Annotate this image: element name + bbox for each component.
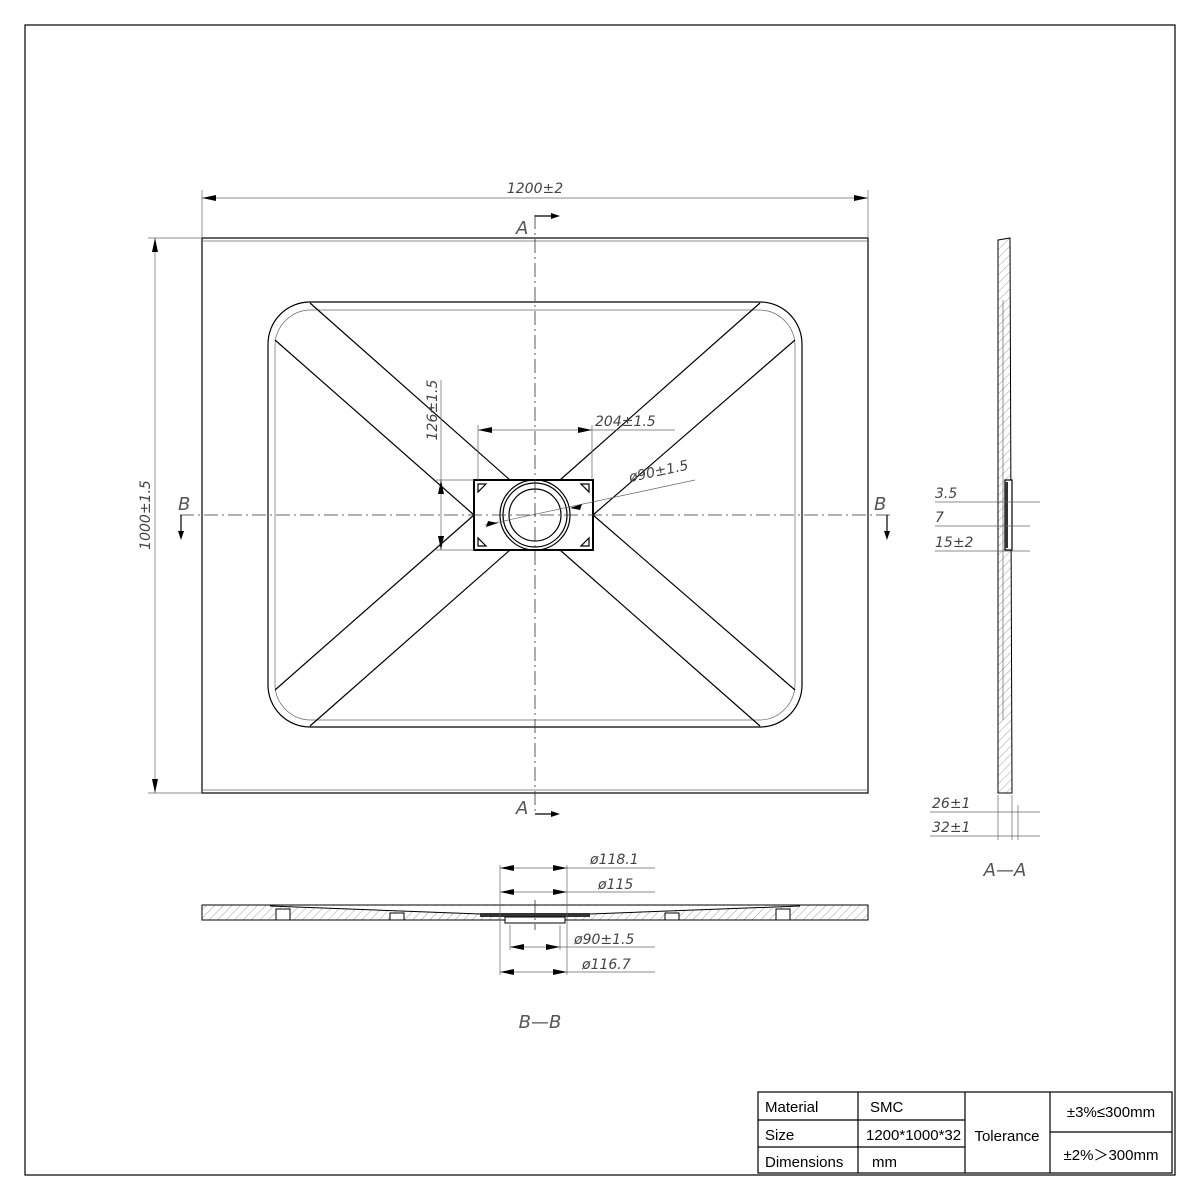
drawing-frame (24, 24, 1176, 1176)
section-bb-view: ø118.1 ø115 ø90±1.5 ø116.7 B—B (201, 852, 869, 1033)
tolerance-label: Tolerance (974, 1128, 1039, 1145)
tolerance-2: ±2%＞300mm (1064, 1147, 1159, 1164)
section-aa-dimension-text: 7 (935, 510, 944, 526)
section-bb-dimension-text: ø115 (597, 877, 633, 893)
slope-line (309, 302, 511, 481)
slope-line (559, 549, 761, 727)
size-value: 1200*1000*32 (866, 1127, 961, 1144)
support-foot (775, 908, 791, 921)
material-label: Material (765, 1099, 818, 1116)
section-marker-a-bottom: A (515, 798, 560, 819)
dimension-arrows (478, 427, 592, 433)
slope-line (309, 549, 511, 727)
section-aa-dimension-text: 32±1 (932, 820, 970, 836)
section-a-label: A (515, 798, 528, 819)
dimensions-label: Dimensions (765, 1154, 843, 1171)
section-marker-b-right: B (874, 494, 890, 540)
section-aa-dimension-text: 26±1 (932, 796, 970, 812)
drain-height-dimension: 126±1.5 (425, 380, 474, 551)
section-bb-drain-plate (480, 913, 590, 917)
height-dimension: 1000±1.5 (138, 237, 202, 794)
section-arrow-icon (884, 531, 890, 540)
tolerance-1: ±3%≤300mm (1067, 1104, 1155, 1121)
slope-line (592, 339, 796, 516)
support-foot (275, 908, 291, 921)
section-arrow-icon (551, 213, 560, 219)
support-foot (664, 912, 680, 921)
section-bb-dimension-text: ø90±1.5 (573, 932, 634, 948)
section-marker-a-top: A (515, 213, 560, 239)
title-block: Material SMC Size 1200*1000*32 Dimension… (757, 1091, 1173, 1174)
drain-diameter-dimension-text: ø90±1.5 (627, 458, 690, 486)
width-dimension-text: 1200±2 (507, 181, 563, 197)
height-dimension-text: 1000±1.5 (138, 480, 154, 550)
section-arrow-icon (178, 531, 184, 540)
section-bb-dimension-text: ø118.1 (589, 852, 639, 868)
section-aa-dimension-text: 15±2 (935, 535, 974, 551)
section-bb-dimension-text: ø116.7 (581, 957, 631, 973)
slope-line (274, 514, 475, 691)
drain-height-dimension-text: 126±1.5 (425, 380, 441, 441)
support-foot (389, 912, 405, 921)
leader-line (484, 479, 696, 526)
dimension-arrows (500, 865, 567, 975)
drain-corner-marks (477, 483, 590, 547)
drain-width-dimension-text: 204±1.5 (595, 414, 656, 430)
drain-width-dimension: 204±1.5 (477, 414, 675, 480)
section-aa-dimension-text: 3.5 (935, 486, 957, 502)
slope-line (559, 302, 761, 481)
section-marker-b-left: B (178, 494, 190, 540)
size-label: Size (765, 1127, 794, 1144)
section-bb-title: B—B (519, 1012, 562, 1033)
slope-line (274, 339, 475, 516)
section-aa-view: 3.5 7 15±2 26±1 32±1 A—A (930, 237, 1040, 881)
section-b-label: B (874, 494, 886, 515)
section-aa-drain-fill (1005, 482, 1008, 548)
section-aa-title: A—A (983, 860, 1027, 881)
plan-view: 1200±2 1000±1.5 204±1.5 126±1.5 ø90±1. (138, 181, 890, 819)
dimensions-value: mm (872, 1154, 897, 1171)
section-a-label: A (515, 218, 528, 239)
dimension-arrows (438, 480, 444, 550)
section-b-label: B (178, 494, 190, 515)
slope-line (592, 514, 796, 691)
material-value: SMC (870, 1099, 904, 1116)
section-arrow-icon (551, 811, 560, 817)
width-dimension: 1200±2 (201, 181, 869, 238)
